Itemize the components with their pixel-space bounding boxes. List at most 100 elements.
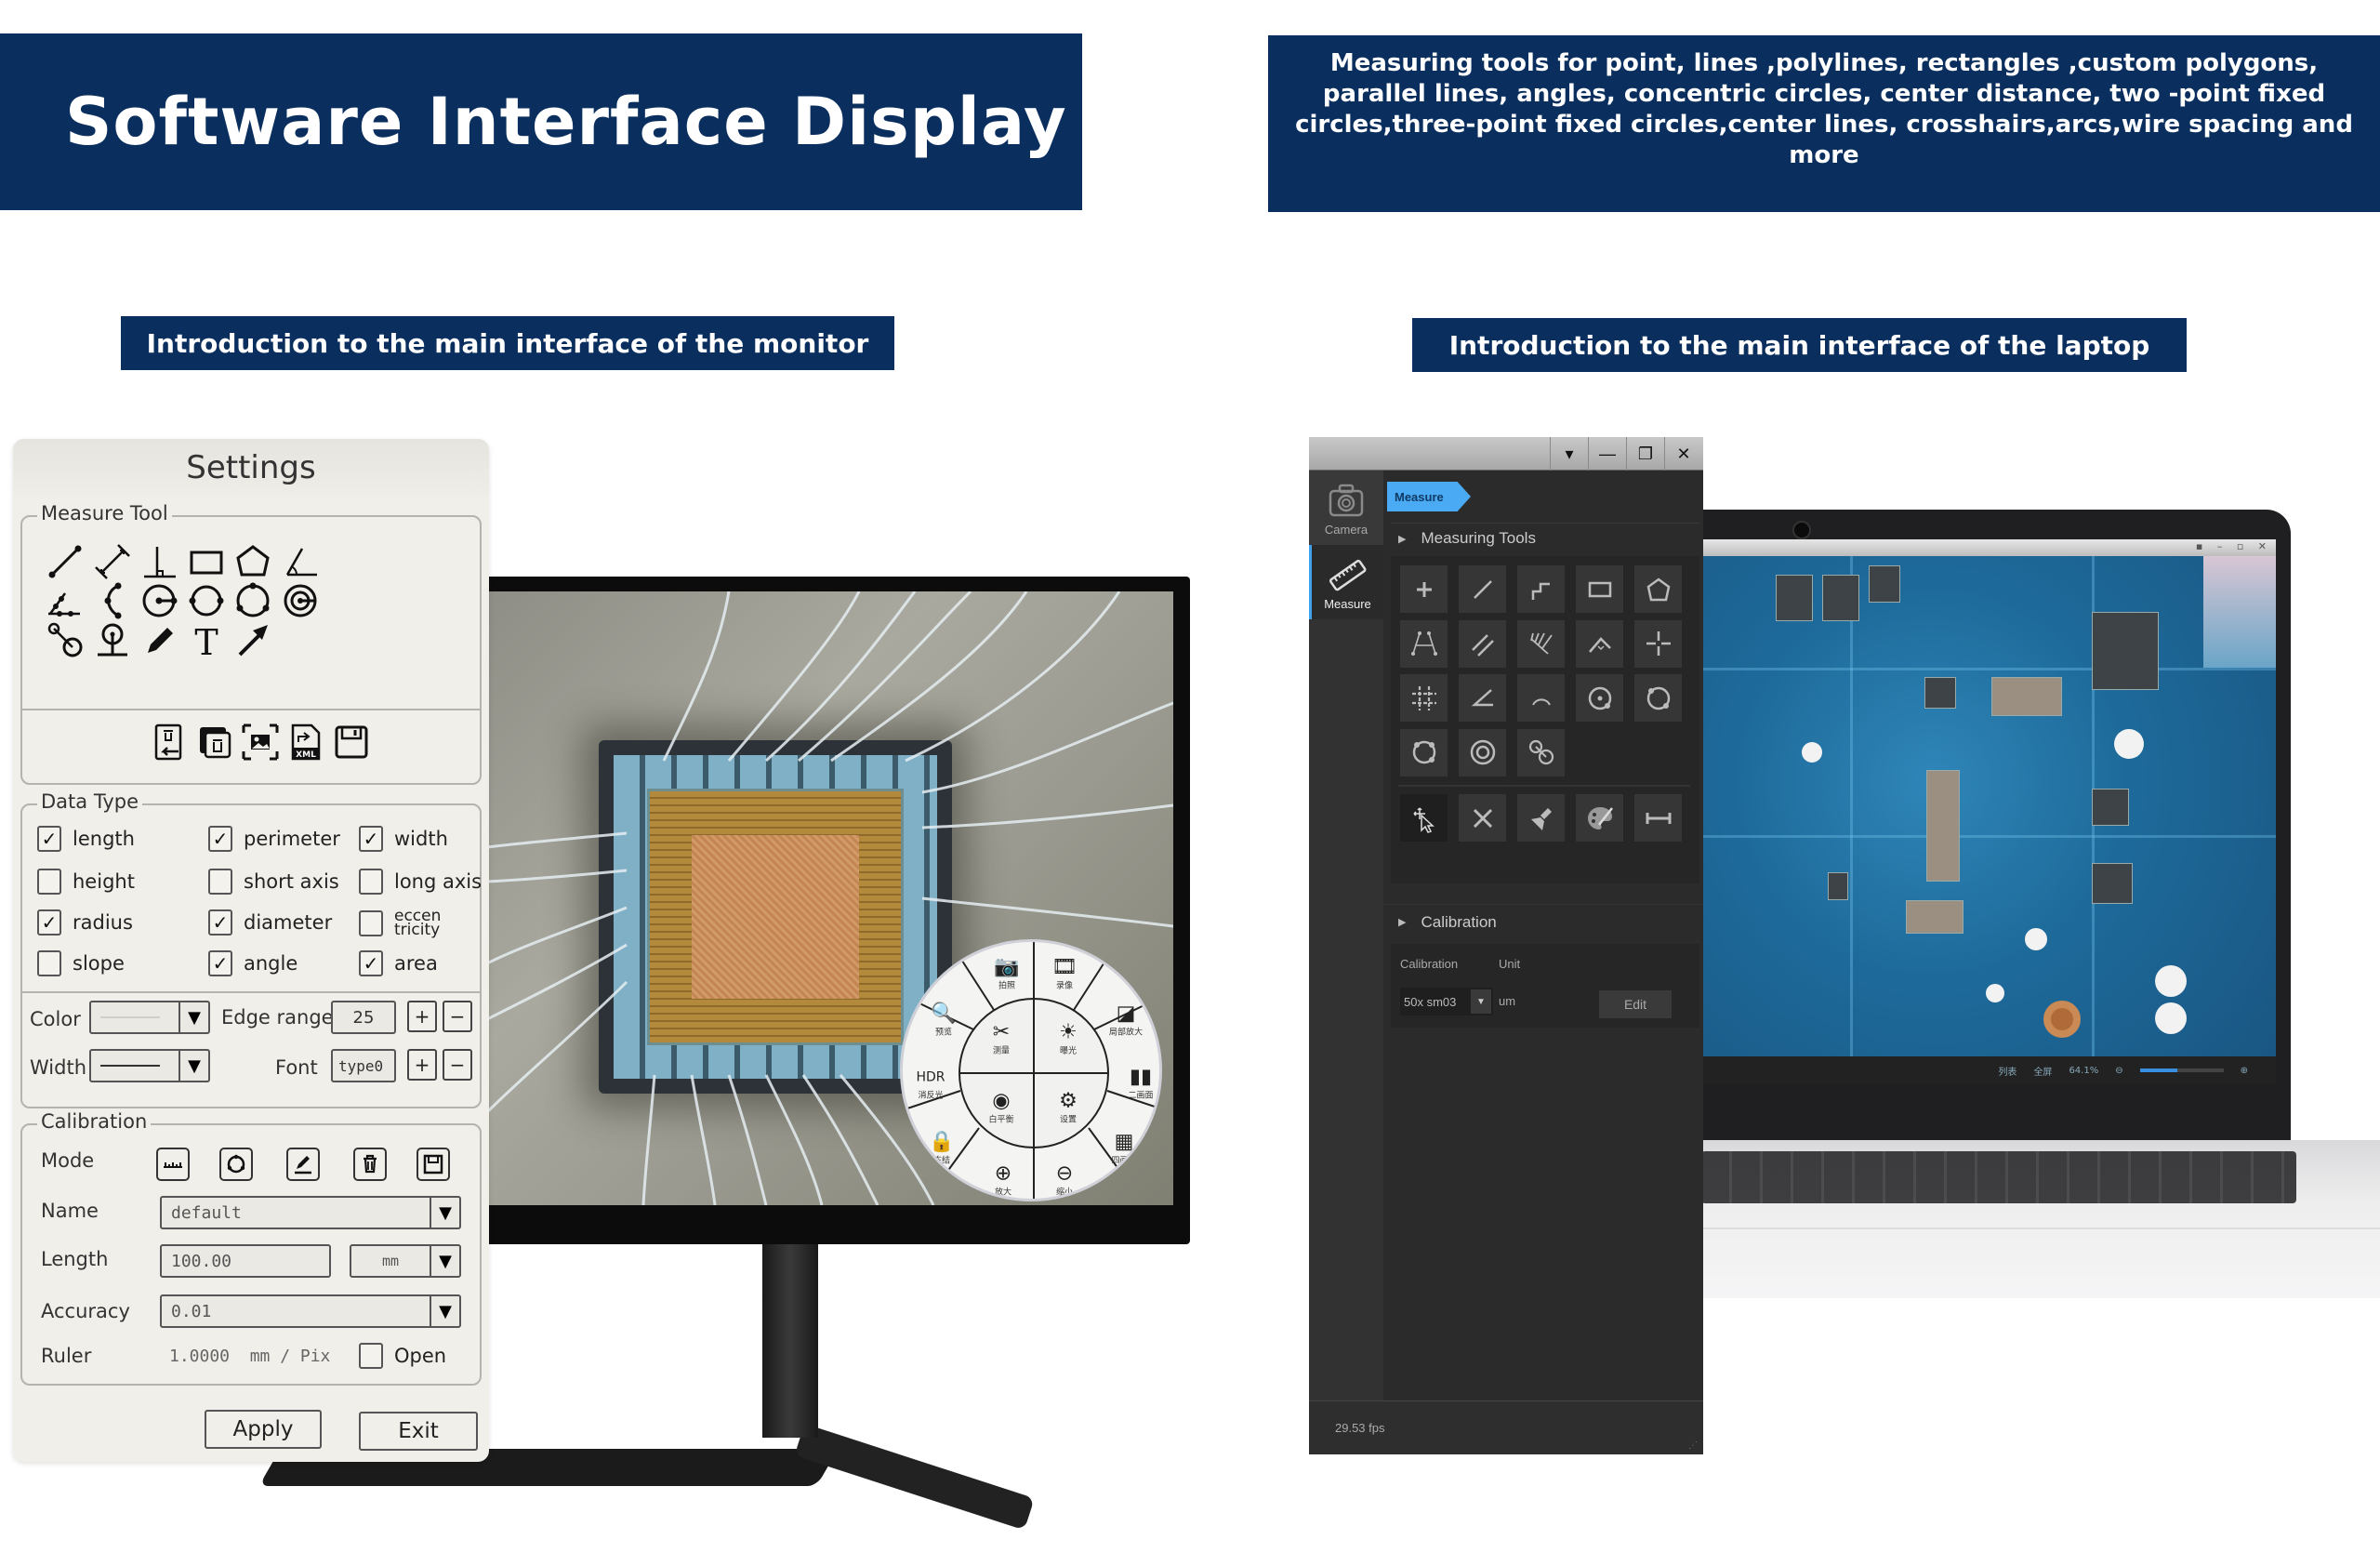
- measuring-tool-button[interactable]: [1400, 619, 1448, 668]
- edit-calibration-button[interactable]: [286, 1148, 320, 1181]
- measuring-tool-button[interactable]: [1459, 728, 1506, 776]
- measuring-tool-button[interactable]: [1517, 619, 1565, 668]
- measure-action-button[interactable]: [141, 714, 197, 770]
- measure-tool-button[interactable]: [85, 612, 140, 668]
- zoom-slider[interactable]: [2139, 1068, 2224, 1072]
- measuring-action-button[interactable]: [1576, 794, 1623, 842]
- measure-tool-button[interactable]: [131, 612, 187, 668]
- measuring-tool-button[interactable]: [1634, 565, 1682, 613]
- sidebar-item-measure[interactable]: Measure: [1309, 545, 1383, 619]
- data-type-checkbox-width[interactable]: ✓width: [359, 826, 448, 852]
- measuring-action-button[interactable]: [1634, 794, 1682, 842]
- measuring-tool-button[interactable]: [1576, 619, 1623, 668]
- data-type-checkbox-short-axis[interactable]: short axis: [208, 869, 339, 895]
- calibration-length-input[interactable]: 100.00: [160, 1244, 331, 1278]
- edge-range-increment-button[interactable]: +: [407, 1001, 437, 1032]
- fullscreen-button[interactable]: 全屏: [2033, 1067, 2053, 1078]
- data-type-checkbox-diameter[interactable]: ✓diameter: [208, 909, 332, 936]
- measure-action-button[interactable]: [324, 714, 379, 770]
- checkbox[interactable]: ✓: [37, 826, 61, 852]
- measuring-action-button[interactable]: [1459, 794, 1506, 842]
- delete-calibration-button[interactable]: [353, 1148, 387, 1181]
- radial-item-local-zoom[interactable]: ◪局部放大: [1098, 1002, 1154, 1038]
- sidebar-item-camera[interactable]: Camera: [1309, 471, 1383, 545]
- measure-action-button[interactable]: XML: [278, 714, 334, 770]
- checkbox[interactable]: ✓: [208, 909, 232, 936]
- measuring-action-button[interactable]: [1517, 794, 1565, 842]
- measuring-tool-button[interactable]: [1459, 565, 1506, 613]
- edit-calibration-button[interactable]: Edit: [1599, 990, 1672, 1018]
- data-type-checkbox-area[interactable]: ✓area: [359, 950, 438, 976]
- checkbox[interactable]: ✓: [37, 909, 61, 936]
- zoom-in-icon[interactable]: ⊕: [2240, 1065, 2248, 1076]
- radial-menu[interactable]: 📷拍照 🎞录像 ◪局部放大 ▮▮二画面 ▦四画面 ⊖缩小 ⊕放大 🔒冻结 HDR…: [900, 939, 1162, 1201]
- checkbox[interactable]: [37, 869, 61, 895]
- measure-tool-button[interactable]: [225, 612, 281, 668]
- radial-item-settings[interactable]: ⚙设置: [1040, 1090, 1096, 1125]
- list-button[interactable]: 列表: [1998, 1067, 2017, 1078]
- measure-tool-button[interactable]: [85, 573, 140, 629]
- measure-tool-button[interactable]: [225, 534, 281, 590]
- open-ruler-checkbox[interactable]: Open: [359, 1343, 446, 1369]
- data-type-checkbox-slope[interactable]: slope: [37, 950, 125, 976]
- checkbox[interactable]: [208, 869, 232, 895]
- measuring-tool-button[interactable]: [1576, 565, 1623, 613]
- radial-item-zoom-in[interactable]: ⊕放大: [975, 1162, 1031, 1198]
- measure-tool-button[interactable]: [178, 534, 234, 590]
- checkbox[interactable]: ✓: [359, 826, 383, 852]
- measure-tool-button[interactable]: T: [178, 612, 234, 668]
- checkbox[interactable]: ✓: [208, 826, 232, 852]
- radial-item-record[interactable]: 🎞录像: [1037, 956, 1092, 991]
- measuring-tool-button[interactable]: [1634, 619, 1682, 668]
- checkbox[interactable]: [359, 910, 383, 936]
- measuring-tools-header[interactable]: ▶ Measuring Tools: [1383, 521, 1703, 556]
- measuring-tool-button[interactable]: [1517, 565, 1565, 613]
- measure-tool-button[interactable]: [85, 534, 140, 590]
- measure-action-button[interactable]: [187, 714, 243, 770]
- measuring-action-button[interactable]: [1400, 794, 1448, 842]
- checkbox[interactable]: [37, 950, 61, 976]
- measure-tool-button[interactable]: [225, 573, 281, 629]
- calibration-name-dropdown[interactable]: default ▼: [160, 1196, 461, 1229]
- data-type-checkbox-angle[interactable]: ✓angle: [208, 950, 298, 976]
- data-type-checkbox-radius[interactable]: ✓radius: [37, 909, 133, 936]
- checkbox[interactable]: ✓: [208, 950, 232, 976]
- radial-item-preview[interactable]: 🔍预览: [916, 1002, 972, 1038]
- checkbox[interactable]: [359, 1343, 383, 1369]
- measure-tool-button[interactable]: [131, 573, 187, 629]
- resize-grip-icon[interactable]: ⋰: [1688, 1440, 1698, 1451]
- radial-item-white-balance[interactable]: ◉白平衡: [973, 1090, 1029, 1125]
- radial-item-freeze[interactable]: 🔒冻结: [914, 1131, 970, 1166]
- checkbox[interactable]: ✓: [359, 950, 383, 976]
- close-button[interactable]: ✕: [1664, 437, 1702, 471]
- measure-tool-button[interactable]: [37, 534, 93, 590]
- checkbox[interactable]: [359, 869, 383, 895]
- restore-button[interactable]: ❐: [1626, 437, 1664, 471]
- data-type-checkbox-perimeter[interactable]: ✓perimeter: [208, 826, 340, 852]
- exit-button[interactable]: Exit: [359, 1412, 478, 1451]
- measuring-tool-button[interactable]: [1400, 565, 1448, 613]
- calibration-select[interactable]: 50x sm03 ▼: [1400, 988, 1493, 1015]
- menu-dropdown-button[interactable]: ▾: [1550, 437, 1588, 471]
- data-type-checkbox-length[interactable]: ✓length: [37, 826, 135, 852]
- edge-range-decrement-button[interactable]: −: [443, 1001, 472, 1032]
- radial-item-measure[interactable]: ✂测量: [973, 1021, 1029, 1056]
- measure-tool-button[interactable]: [37, 612, 93, 668]
- laptop-window-controls[interactable]: ▪ – ▫ ✕: [2195, 540, 2272, 552]
- ruler-mode-button[interactable]: [156, 1148, 190, 1181]
- apply-button[interactable]: Apply: [205, 1410, 322, 1449]
- measuring-tool-button[interactable]: [1459, 674, 1506, 722]
- zoom-out-icon[interactable]: ⊖: [2115, 1065, 2123, 1076]
- save-calibration-button[interactable]: [416, 1148, 450, 1181]
- data-type-checkbox-height[interactable]: height: [37, 869, 135, 895]
- measuring-tool-button[interactable]: [1576, 674, 1623, 722]
- accuracy-dropdown[interactable]: 0.01 ▼: [160, 1294, 461, 1328]
- data-type-checkbox-long-axis[interactable]: long axis: [359, 869, 482, 895]
- measuring-tool-button[interactable]: [1400, 728, 1448, 776]
- measure-tool-button[interactable]: [272, 534, 328, 590]
- radial-item-dual-view[interactable]: ▮▮二画面: [1113, 1066, 1159, 1101]
- edge-range-input[interactable]: 25: [331, 1001, 396, 1034]
- radial-item-exposure[interactable]: ☀曝光: [1040, 1021, 1096, 1056]
